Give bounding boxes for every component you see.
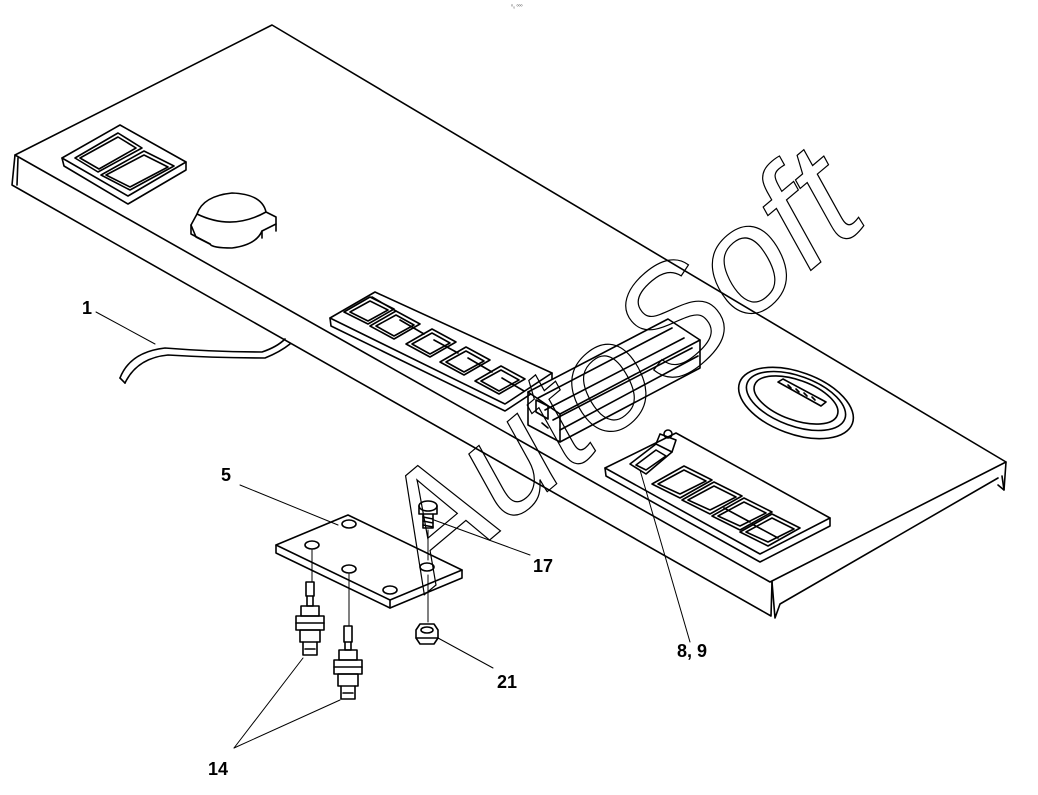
central-switch-bank (329, 291, 553, 412)
callout-8-9: 8, 9 (677, 641, 708, 661)
callout-5: 5 (221, 465, 232, 485)
assembly-lines (311, 529, 429, 627)
diode-1 (295, 581, 325, 656)
double-switch-left (61, 124, 187, 205)
callout-14: 14 (208, 759, 229, 779)
cable (119, 338, 291, 384)
round-cap (190, 192, 277, 249)
callout-17: 17 (533, 556, 554, 576)
nut (415, 623, 439, 645)
connector-block (527, 318, 701, 443)
diode-2 (333, 625, 363, 700)
round-gauge (737, 366, 855, 440)
header-mark: ⁰₀ ⁰⁰⁰ (511, 4, 523, 10)
panel-cover (11, 24, 1007, 619)
callout-1: 1 (82, 298, 93, 318)
right-switch-bank (604, 429, 831, 563)
leader-lines (95, 311, 691, 749)
callout-21: 21 (497, 672, 518, 692)
screw (418, 500, 438, 529)
mounting-plate (275, 514, 463, 609)
